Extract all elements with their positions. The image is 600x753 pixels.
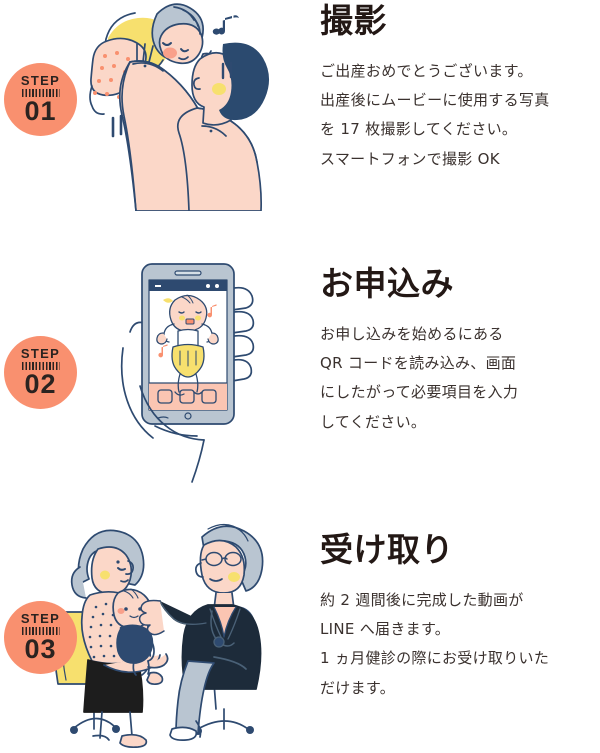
step-body-2: お申し込みを始めるにある QR コードを読み込み、画面 にしたがって必要項目を入… xyxy=(320,324,519,431)
step-text-3: 受け取り 約 2 週間後に完成した動画が LINE へ届きます。 1 ヵ月健診の… xyxy=(320,530,595,703)
step-heading-3: 受け取り xyxy=(320,530,454,569)
mother-and-doctor-consultation-illustration xyxy=(38,515,303,753)
step-badge-1: STEP 01 xyxy=(4,63,77,136)
step-section-1: STEP 01 xyxy=(0,0,600,250)
step-badge-number-2: 02 xyxy=(24,369,57,399)
step-badge-2: STEP 02 xyxy=(4,336,77,409)
step-badge-label-2: STEP xyxy=(20,346,61,361)
parent-lifting-baby-illustration xyxy=(75,0,305,216)
step-heading-2: お申込み xyxy=(320,264,454,303)
step-badge-number-1: 01 xyxy=(24,96,57,126)
step-badge-divider-2 xyxy=(21,362,60,370)
step-badge-3: STEP 03 xyxy=(4,601,77,674)
step-text-2: お申込み お申し込みを始めるにある QR コードを読み込み、画面 にしたがって必… xyxy=(320,264,595,437)
step-body-1: ご出産おめでとうございます。 出産後にムービーに使用する写真 を 17 枚撮影し… xyxy=(320,61,550,168)
step-badge-label-1: STEP xyxy=(20,73,61,88)
step-badge-divider-1 xyxy=(21,89,60,97)
step-badge-label-3: STEP xyxy=(20,611,61,626)
step-heading-1: 撮影 xyxy=(320,1,387,40)
step-text-1: 撮影 ご出産おめでとうございます。 出産後にムービーに使用する写真 を 17 枚… xyxy=(320,1,595,174)
step-section-2: STEP 02 xyxy=(0,250,600,515)
hand-holding-smartphone-illustration xyxy=(118,250,303,490)
step-body-3: 約 2 週間後に完成した動画が LINE へ届きます。 1 ヵ月健診の際にお受け… xyxy=(320,590,550,697)
step-section-3: STEP 03 xyxy=(0,515,600,749)
step-badge-divider-3 xyxy=(21,627,60,635)
step-badge-number-3: 03 xyxy=(24,634,57,664)
